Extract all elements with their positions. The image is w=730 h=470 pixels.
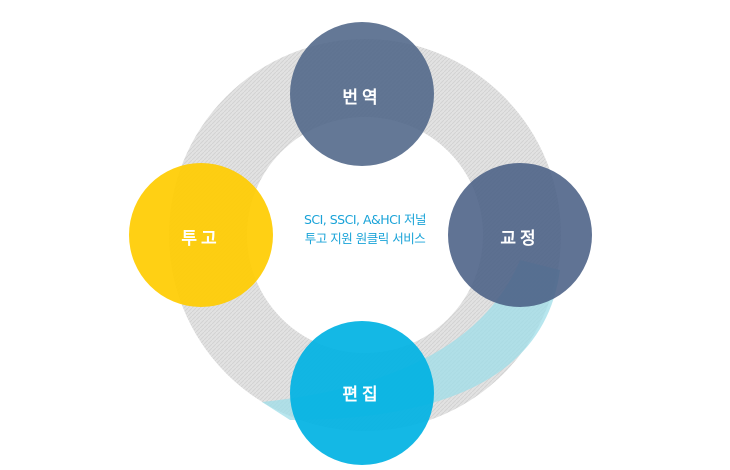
node-bottom-label: 편집 <box>342 385 382 405</box>
center-caption-line1: SCI, SSCI, A&HCI 저널 <box>303 212 427 227</box>
node-right-label: 교정 <box>500 229 540 249</box>
center-caption: SCI, SSCI, A&HCI 저널 투고 지원 원클릭 서비스 <box>265 210 465 248</box>
center-caption-line2: 투고 지원 원클릭 서비스 <box>304 231 426 246</box>
ring-accent-band <box>262 260 560 420</box>
node-left-label: 투고 <box>181 229 221 249</box>
node-left-circle <box>129 163 273 307</box>
node-top-label: 번역 <box>342 88 382 108</box>
node-right-circle <box>448 163 592 307</box>
node-bottom-circle <box>290 321 434 465</box>
node-top-circle <box>290 22 434 166</box>
